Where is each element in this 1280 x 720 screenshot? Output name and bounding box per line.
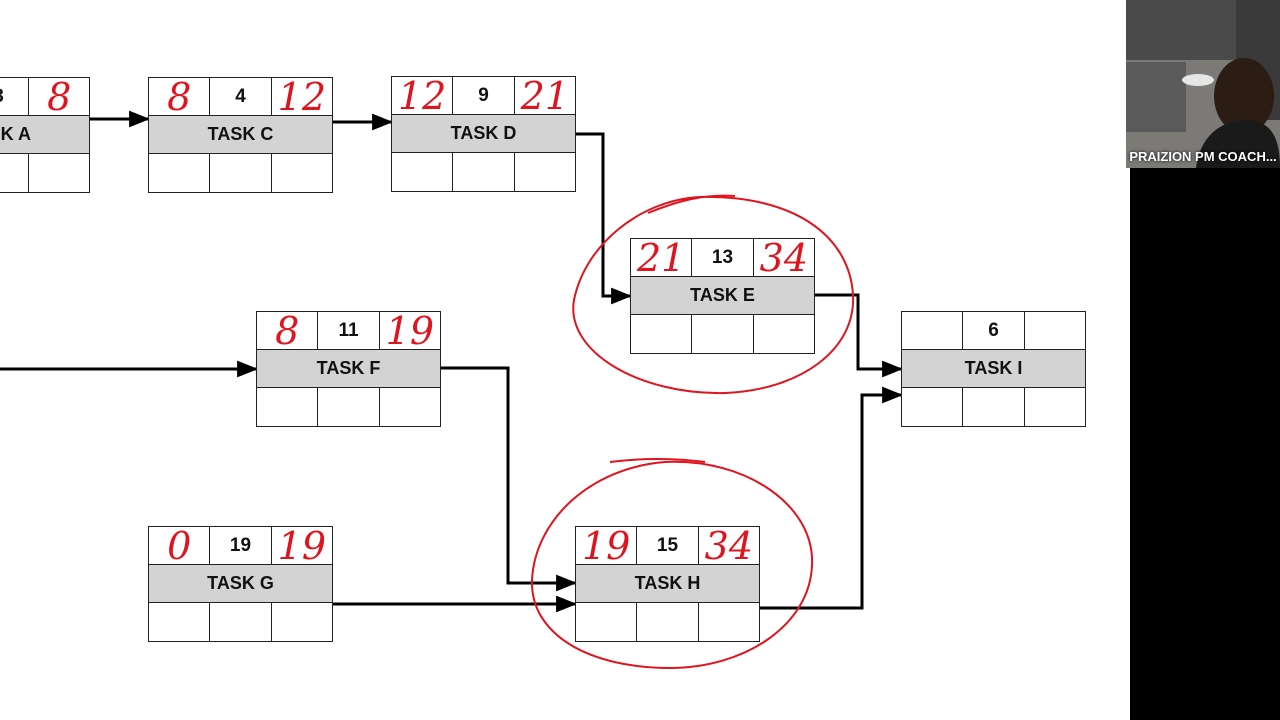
task-box-c: 8 4 12 TASK C [148,77,333,193]
task-c-ef: 12 [277,74,326,119]
task-box-a: 3 8 TASK A [0,77,90,193]
participant-name-label: PRAIZION PM COACH... [1129,149,1277,164]
arrow-e-to-i [815,293,904,378]
task-d-duration: 9 [478,84,489,106]
handwritten-underline-task-h [609,458,706,463]
task-a-duration-cell: 3 [0,78,30,115]
task-f-es: 8 [275,308,300,353]
task-e-es: 21 [636,235,686,280]
task-g-duration: 19 [229,534,252,556]
task-i-duration: 6 [988,319,999,341]
task-d-label: TASK D [392,115,575,153]
arrow-h-to-i [760,386,904,610]
task-f-duration: 11 [338,319,359,341]
network-diagram-connectors [0,110,904,670]
task-c-es: 8 [167,74,192,119]
task-e-label: TASK E [631,277,814,315]
task-h-ef: 34 [704,523,753,568]
task-h-label: TASK H [576,565,759,603]
task-c-duration: 4 [235,85,246,107]
task-a-label: TASK A [0,116,89,154]
task-box-i: 6 TASK I [901,311,1086,427]
task-d-ef: 21 [520,73,569,118]
slide-canvas: 3 8 TASK A 8 4 12 TASK C 12 9 21 TASK D … [0,76,1086,670]
task-f-ef: 19 [385,308,434,353]
task-e-duration: 13 [711,246,734,268]
task-box-g: 0 19 19 TASK G [148,526,333,642]
task-f-label: TASK F [257,350,440,388]
task-g-label: TASK G [149,565,332,603]
task-box-h: 19 15 34 TASK H [575,526,760,642]
handwritten-underline-task-e [647,194,736,214]
task-i-label: TASK I [902,350,1085,388]
handwritten-circle-task-h [530,460,814,670]
task-box-f: 8 11 19 TASK F [256,311,441,427]
task-e-ef: 34 [759,235,808,280]
arrow-d-to-e [576,132,633,305]
task-a-duration: 3 [0,86,4,108]
arrow-f-to-h [441,366,578,592]
task-g-ef: 19 [277,523,326,568]
participant-avatar-icon [1126,0,1280,168]
task-g-es: 0 [167,523,192,568]
task-c-label: TASK C [149,116,332,154]
handwritten-circle-task-e [572,195,855,395]
task-a-ef: 8 [47,74,72,119]
task-h-es: 19 [581,523,631,568]
task-box-e: 21 13 34 TASK E [630,238,815,354]
task-d-es: 12 [397,73,447,118]
participant-video-tile[interactable]: PRAIZION PM COACH... [1126,0,1280,168]
task-h-duration: 15 [656,534,679,556]
task-box-d: 12 9 21 TASK D [391,76,576,192]
task-a-ef-cell: 8 [29,74,89,119]
